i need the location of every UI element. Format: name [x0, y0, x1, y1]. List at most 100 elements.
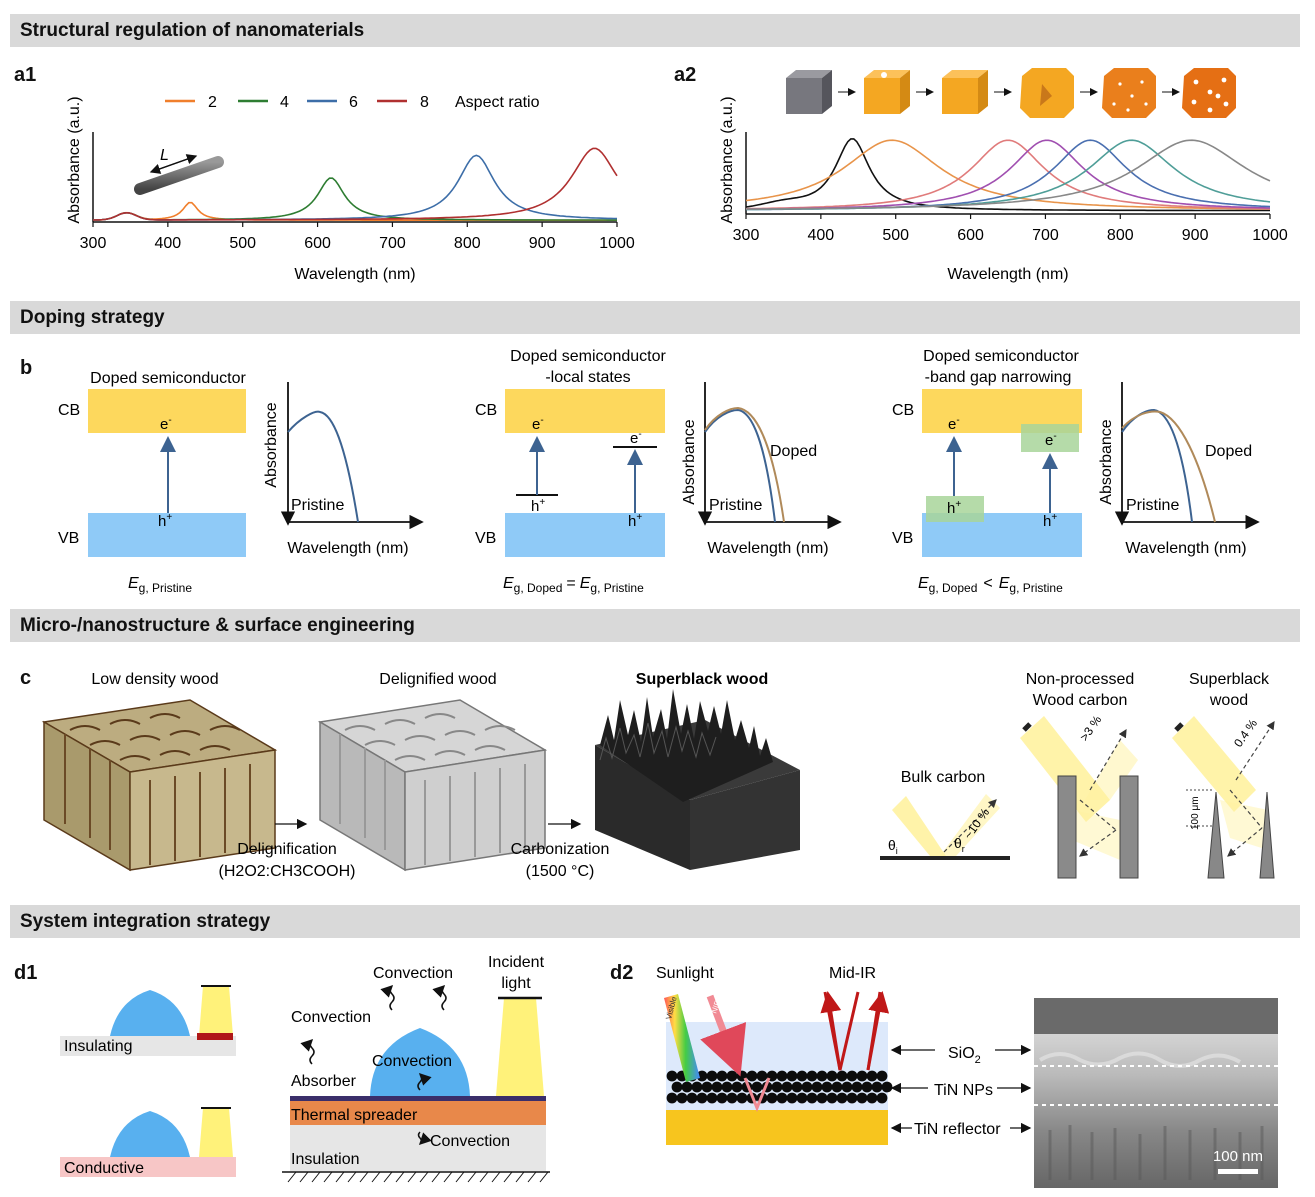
theta-r: θr — [954, 835, 965, 854]
tin-nanoparticle — [806, 1070, 818, 1082]
tin-nanoparticle — [731, 1081, 743, 1093]
tin-nanoparticle — [696, 1092, 708, 1104]
tin-nanoparticle — [751, 1081, 763, 1093]
doped-curve — [704, 406, 785, 523]
length-arrow-back — [149, 155, 197, 174]
absorbance-label: Absorbance — [681, 419, 698, 504]
tin-nanoparticle — [856, 1070, 868, 1082]
series-line — [93, 177, 617, 221]
tin-nanoparticle — [786, 1092, 798, 1104]
vb-label: VB — [892, 530, 913, 547]
tin-nanoparticle — [846, 1092, 858, 1104]
section-title: Structural regulation of nanomaterials — [20, 20, 365, 41]
absorbance-label: Absorbance — [263, 402, 280, 487]
incident-light-label-1: Incident — [488, 954, 545, 971]
x-tick-label: 400 — [808, 227, 835, 244]
panel-label-a2: a2 — [674, 64, 697, 86]
carbonization-label: Carbonization — [511, 841, 610, 858]
absorber-layer — [290, 1096, 546, 1101]
doping-title: Doped semiconductor — [90, 370, 246, 387]
superblack-label-1: Superblack — [1189, 671, 1270, 688]
delignified-wood-label: Delignified wood — [379, 671, 496, 688]
wavelength-label: Wavelength (nm) — [287, 540, 408, 557]
tin-nanoparticle — [726, 1070, 738, 1082]
x-tick-label: 1000 — [1252, 227, 1288, 244]
tin-nanoparticle — [726, 1092, 738, 1104]
electron-label: e- — [630, 429, 642, 447]
x-tick-label: 600 — [957, 227, 984, 244]
convection-label-top: Convection — [373, 965, 453, 982]
tin-nanoparticle — [841, 1081, 853, 1093]
thermal-spreader-layer — [290, 1101, 546, 1125]
low-density-wood-illustration — [41, 699, 278, 872]
incident-light-label-2: light — [501, 975, 531, 992]
cube-orange-1 — [864, 70, 910, 114]
doping-panel-2: Doped semiconductor -local states CB VB … — [475, 348, 842, 595]
x-tick-label: 400 — [155, 235, 182, 252]
doping-title-2: -band gap narrowing — [925, 369, 1072, 386]
absorbance-label: Absorbance — [1098, 419, 1115, 504]
pristine-curve — [287, 410, 359, 523]
system-integration-d1: Insulating Conductive Convection Inciden… — [60, 954, 550, 1183]
x-tick-label: 700 — [1032, 227, 1059, 244]
convection-label-left: Convection — [291, 1009, 371, 1026]
thermal-spreader-label: Thermal spreader — [291, 1107, 418, 1124]
reflection-arrow — [1235, 720, 1275, 781]
tin-nanoparticle — [836, 1070, 848, 1082]
tin-nanoparticle — [876, 1092, 888, 1104]
x-tick-label: 1000 — [599, 235, 635, 252]
x-tick-label: 600 — [304, 235, 331, 252]
ground-hatching — [287, 1171, 549, 1183]
reflection-arrow — [943, 799, 997, 853]
doped-curve — [1121, 410, 1216, 523]
nonprocessed-wood-carbon-diagram: Non-processed Wood carbon >3 % — [1020, 671, 1139, 879]
section-header-doping: Doping strategy — [10, 301, 1300, 334]
tin-nanoparticle — [711, 1081, 723, 1093]
section-header-microstructure: Micro-/nanostructure & surface engineeri… — [10, 609, 1300, 642]
length-label: L — [160, 147, 169, 164]
cube-orange-2 — [942, 70, 988, 114]
nir-scatter — [743, 1077, 771, 1113]
series-line — [746, 139, 1271, 211]
cb-label: CB — [58, 402, 80, 419]
tin-nanoparticle — [716, 1092, 728, 1104]
conductive-substrate — [60, 1157, 236, 1177]
absorber-label: Absorber — [291, 1073, 357, 1090]
tin-nanoparticle — [706, 1092, 718, 1104]
eg-label: Eg, Pristine — [128, 575, 192, 595]
wavelength-label: Wavelength (nm) — [1125, 540, 1246, 557]
reflected-beam — [1085, 740, 1138, 800]
scatter-path — [1079, 799, 1117, 831]
midir-emission — [866, 991, 890, 1071]
tin-nanoparticle — [851, 1081, 863, 1093]
panel-label-c: c — [20, 667, 32, 689]
tin-nanoparticle — [821, 1081, 833, 1093]
nonprocessed-label-2: Wood carbon — [1033, 692, 1128, 709]
droplet — [110, 1111, 190, 1157]
tin-nanoparticle — [811, 1081, 823, 1093]
panel-label-a1: a1 — [14, 64, 37, 86]
tin-nanoparticle — [721, 1081, 733, 1093]
section-title: Doping strategy — [20, 307, 165, 328]
scale-bar — [1218, 1169, 1258, 1174]
superblack-spike — [1207, 791, 1225, 879]
insulation-layer — [290, 1125, 546, 1171]
legend-title: Aspect ratio — [455, 94, 540, 111]
tin-nanoparticle — [701, 1081, 713, 1093]
doping-title-1: Doped semiconductor — [510, 348, 666, 365]
tin-nanoparticle — [796, 1092, 808, 1104]
tin-nanoparticle — [806, 1092, 818, 1104]
tin-nanoparticle — [681, 1081, 693, 1093]
tin-nanoparticle — [666, 1092, 678, 1104]
tin-nanoparticle — [816, 1070, 828, 1082]
section-header-structural: Structural regulation of nanomaterials — [10, 14, 1300, 47]
tin-nanoparticle — [781, 1081, 793, 1093]
theta-i: θi — [888, 837, 898, 856]
doping-panel-1: Doped semiconductor CB VB e- h+ Eg, Pris… — [58, 370, 424, 595]
tin-nanoparticle — [831, 1081, 843, 1093]
delignified-wood-illustration — [317, 699, 548, 872]
tin-nanoparticle — [826, 1070, 838, 1082]
